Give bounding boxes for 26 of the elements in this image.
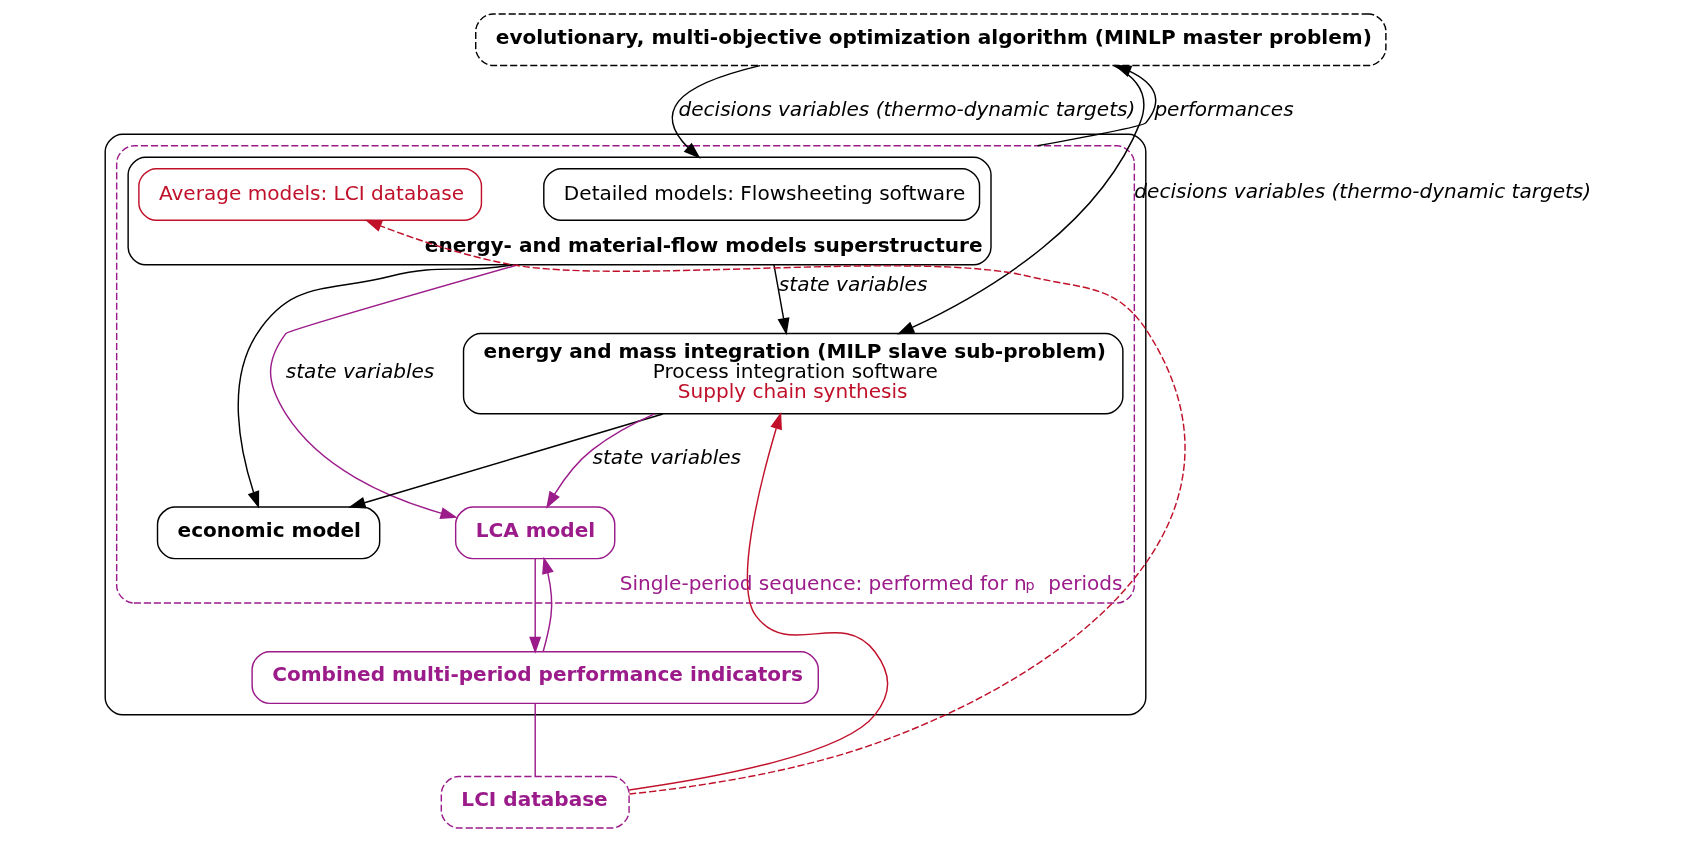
arrow: [237, 264, 513, 509]
arrow: [1036, 64, 1157, 147]
arrow: [529, 558, 542, 654]
arrow: [269, 264, 519, 519]
edge-label: state variables: [592, 445, 742, 470]
arrow: [348, 413, 664, 509]
connector: [534, 702, 536, 777]
node-box: economic model: [156, 506, 381, 560]
edge-label: state variables: [285, 358, 435, 383]
arrow: [671, 64, 761, 159]
node-box: evolutionary, multi-objective optimization algorithm (MINLP master problem): [475, 13, 1387, 67]
node-box: LCI database: [440, 775, 630, 829]
arrow: [546, 413, 656, 509]
node-box: Combined multi-period performance indicators: [251, 651, 819, 705]
arrow: [897, 64, 1145, 335]
edge-label: decisions variables (thermo-dynamic targets): [678, 96, 1136, 121]
arrow: [773, 264, 790, 336]
node-box: energy and mass integration (MILP slave sub-problem) Process integration software Supply chain synthesis: [462, 332, 1124, 415]
arrow: [542, 556, 554, 652]
node-box: Average models: LCI database: [138, 168, 483, 222]
edge-label: performances: [1154, 96, 1294, 121]
arrow: [628, 412, 889, 791]
edge-label: state variables: [778, 271, 928, 296]
node-box: LCA model: [454, 506, 616, 560]
arrow: [364, 219, 1186, 795]
node-box: Detailed models: Flowsheeting software: [543, 168, 981, 222]
